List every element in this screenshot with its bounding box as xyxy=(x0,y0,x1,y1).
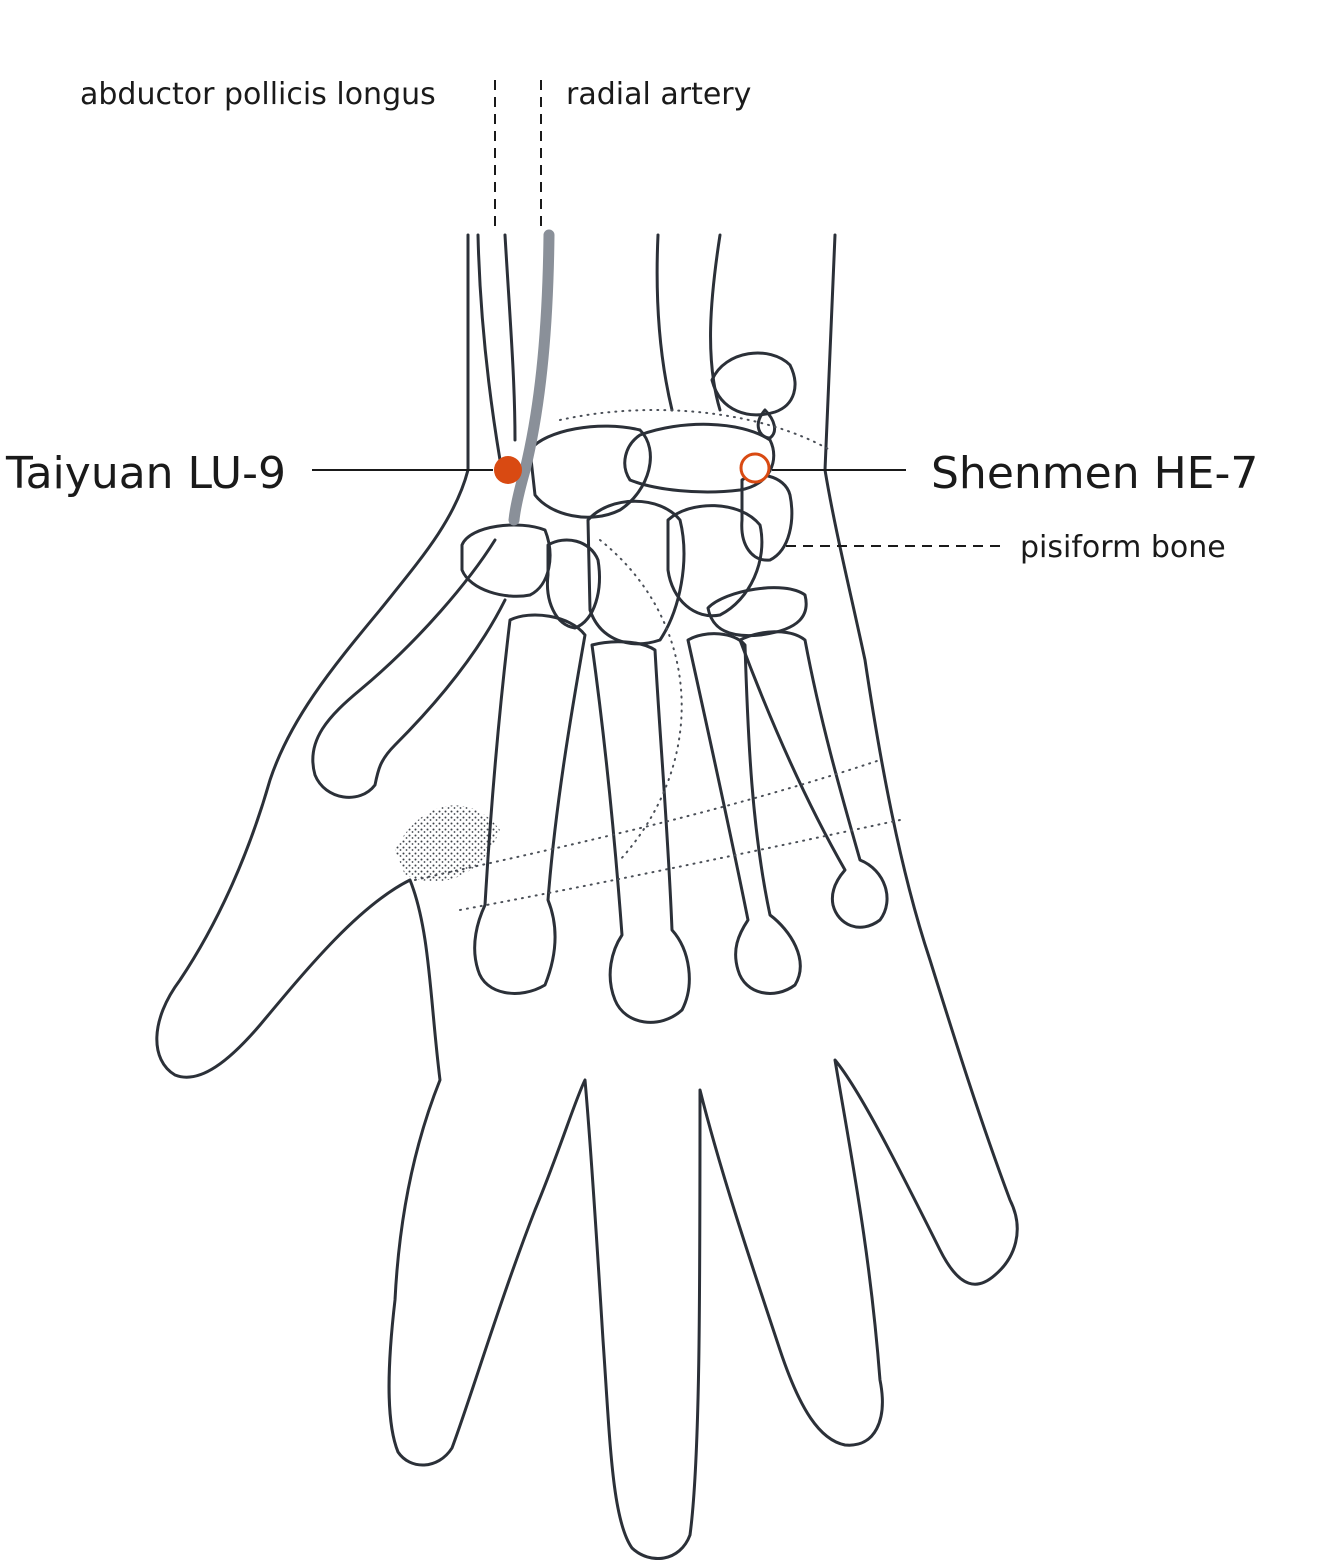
metacarpal-ring xyxy=(686,632,802,995)
ulna-styloid xyxy=(756,408,777,440)
carpal-trapezoid xyxy=(545,538,601,630)
label-shenmen: Shenmen HE-7 xyxy=(931,448,1259,499)
metacarpal-little xyxy=(738,630,889,929)
palm-dotted-arc xyxy=(599,539,683,861)
radius-bone xyxy=(655,233,722,412)
taiyuan-point-marker xyxy=(494,456,522,484)
radial-artery xyxy=(508,229,555,526)
label-radial-artery: radial artery xyxy=(566,77,752,112)
shenmen-point-marker xyxy=(739,452,771,484)
thumb-metacarpal xyxy=(311,538,507,799)
carpal-lunate xyxy=(623,422,776,494)
forearm-tendons xyxy=(476,233,517,462)
carpal-hamate xyxy=(666,504,764,618)
carpal-pisiform xyxy=(740,473,794,562)
carpal-small xyxy=(706,586,808,638)
hand-outline xyxy=(155,233,1019,1560)
ulna-head xyxy=(710,351,797,417)
carpal-capitate xyxy=(586,499,686,646)
label-abductor-pollicis-longus: abductor pollicis longus xyxy=(80,77,436,112)
palm-dotted-contour xyxy=(414,409,901,911)
metacarpal-index xyxy=(473,613,587,995)
carpal-trapezium xyxy=(460,523,552,598)
metacarpal-middle xyxy=(590,640,691,1024)
label-pisiform-bone: pisiform bone xyxy=(1020,530,1226,565)
carpal-scaphoid xyxy=(528,424,652,519)
label-taiyuan: Taiyuan LU-9 xyxy=(6,448,286,499)
thenar-shading xyxy=(395,805,500,882)
